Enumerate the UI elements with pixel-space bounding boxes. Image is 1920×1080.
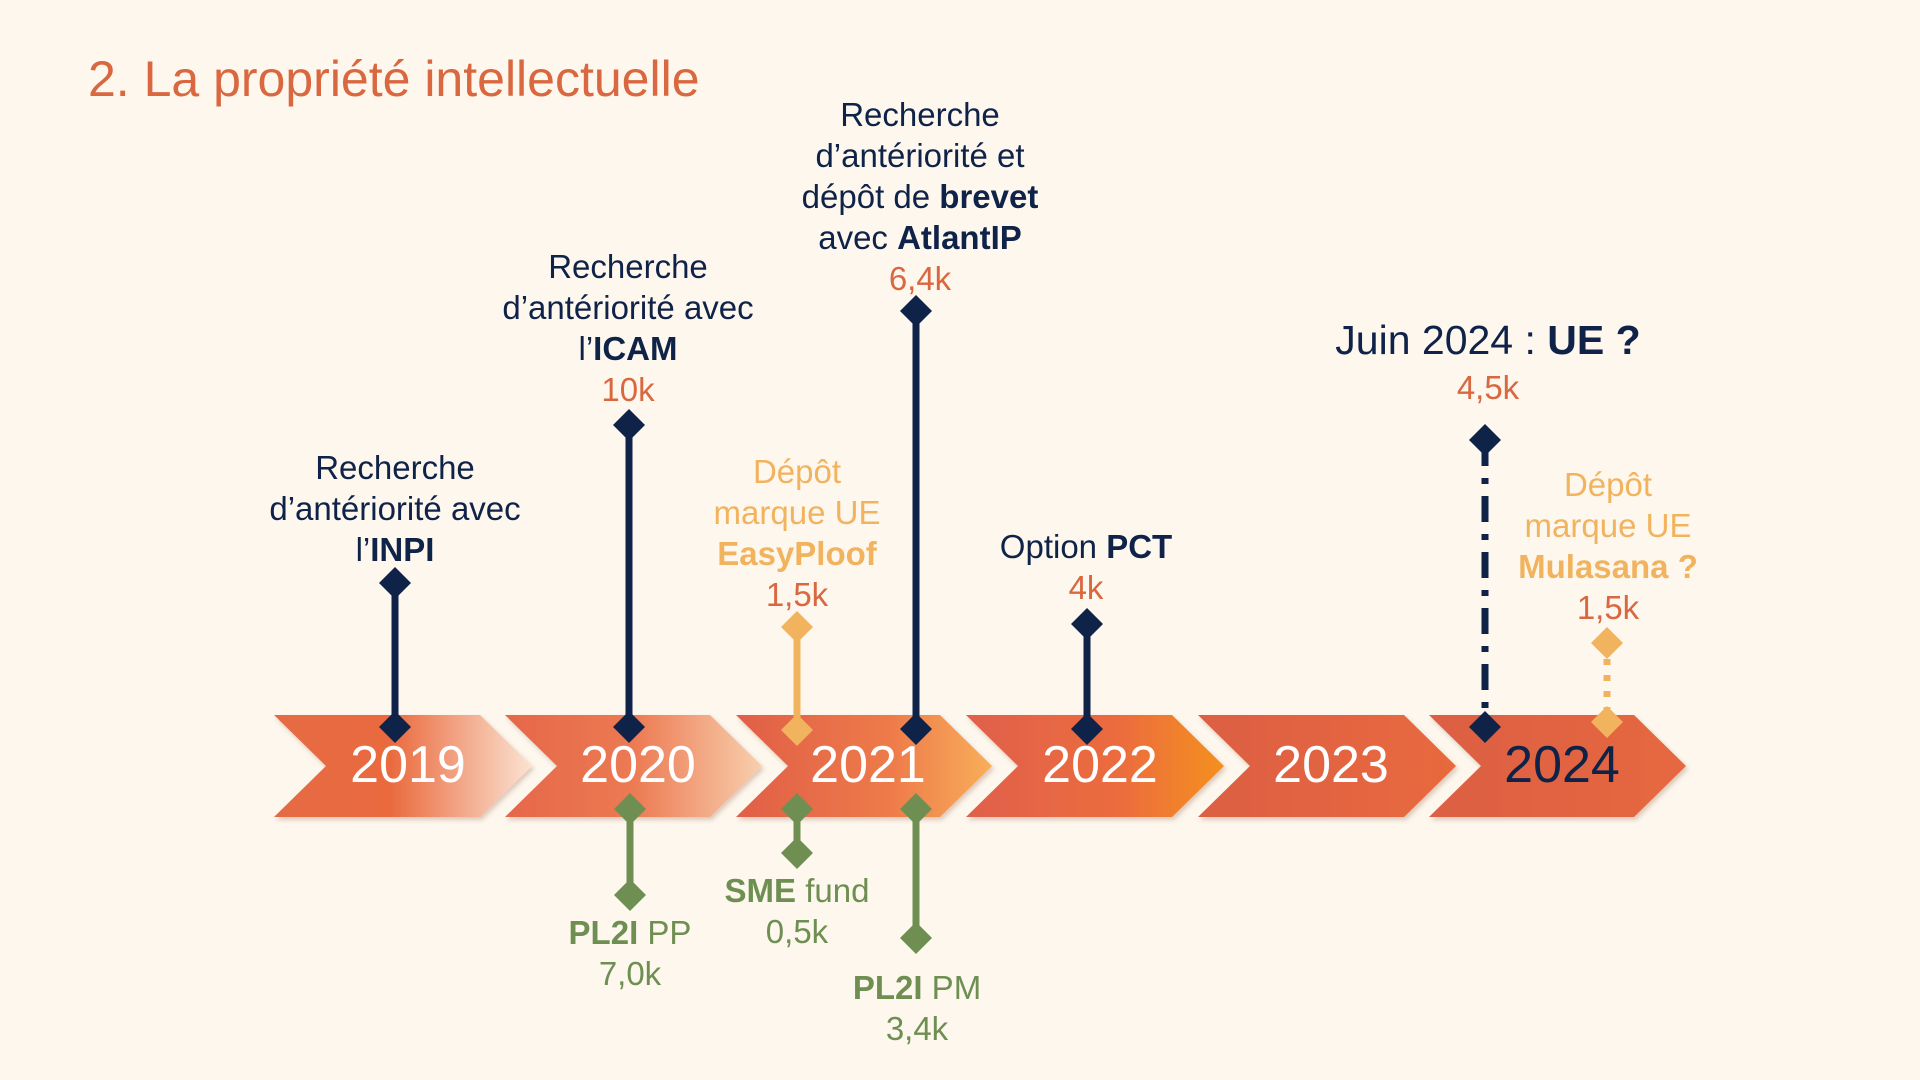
label-pct: Option PCT 4k [1000, 526, 1172, 608]
year-2020: 2020 [580, 736, 696, 794]
cost-icam: 10k [601, 371, 655, 408]
cost-atlantip: 6,4k [888, 260, 952, 297]
label-pct-line1: Option PCT [999, 528, 1173, 565]
stem-atlantip [900, 295, 932, 745]
chevron-2022 [966, 715, 1224, 817]
label-mulasana-line1: Dépôt [1563, 466, 1653, 503]
label-easyploof-line3: EasyPloof [717, 535, 877, 572]
label-ue-line1: Juin 2024 : UE ? [1335, 317, 1641, 363]
label-mulasana-line3: Mulasana ? [1518, 548, 1698, 585]
stem-pl2i-pm [900, 793, 932, 954]
cost-pl2i-pp: 7,0k [598, 955, 662, 992]
cost-ue: 4,5k [1456, 369, 1520, 406]
label-icam-line1: Recherche [548, 248, 708, 285]
label-ue: Juin 2024 : UE ? 4,5k [1335, 314, 1640, 410]
year-2019: 2019 [350, 736, 466, 794]
cost-sme: 0,5k [765, 913, 829, 950]
stem-pct [1071, 608, 1103, 745]
label-icam-line3: l’ICAM [578, 330, 678, 367]
label-atlantip-line4: avec AtlantIP [818, 219, 1022, 256]
stem-ue [1469, 424, 1501, 743]
cost-pct: 4k [1068, 569, 1104, 606]
stem-mulasana [1591, 627, 1623, 738]
label-easyploof-line2: marque UE [713, 494, 881, 531]
chevron-2024 [1429, 715, 1686, 817]
year-2021: 2021 [810, 736, 926, 794]
label-mulasana: Dépôt marque UE Mulasana ? 1,5k [1518, 464, 1698, 628]
label-sme: SME fund 0,5k [725, 870, 870, 952]
cost-easyploof: 1,5k [765, 576, 829, 613]
chevron-2023 [1198, 715, 1456, 817]
year-2024: 2024 [1504, 736, 1620, 794]
label-pl2i-pm: PL2I PM 3,4k [853, 967, 981, 1049]
page-title: 2. La propriété intellectuelle [88, 51, 700, 107]
label-atlantip-line1: Recherche [840, 96, 1000, 133]
label-inpi-line2: d’antériorité avec [269, 490, 521, 527]
year-2023: 2023 [1273, 736, 1389, 794]
stem-pl2i-pp [614, 793, 646, 911]
stem-easyploof [781, 611, 813, 746]
label-icam-line2: d’antériorité avec [502, 289, 754, 326]
label-easyploof: Dépôt marque UE EasyPloof 1,5k [714, 451, 881, 615]
label-sme-line1: SME fund [724, 872, 870, 909]
stem-sme [781, 793, 813, 869]
chevron-2020 [505, 715, 762, 817]
cost-pl2i-pm: 3,4k [885, 1010, 949, 1047]
label-atlantip: Recherche d’antériorité et dépôt de brev… [802, 94, 1039, 299]
label-atlantip-line2: d’antériorité et [815, 137, 1025, 174]
label-inpi: Recherche d’antériorité avec l’INPI [269, 447, 520, 570]
label-pl2i-pm-line1: PL2I PM [852, 969, 982, 1006]
cost-mulasana: 1,5k [1576, 589, 1640, 626]
year-2022: 2022 [1042, 736, 1158, 794]
chevron-2019 [274, 715, 532, 817]
stem-inpi [379, 567, 411, 743]
label-icam: Recherche d’antériorité avec l’ICAM 10k [502, 246, 753, 410]
label-pl2i-pp-line1: PL2I PP [568, 914, 692, 951]
label-inpi-line3: l’INPI [355, 531, 435, 568]
label-pl2i-pp: PL2I PP 7,0k [569, 912, 692, 994]
stem-icam [613, 409, 645, 743]
label-inpi-line1: Recherche [315, 449, 475, 486]
label-easyploof-line1: Dépôt [752, 453, 842, 490]
label-atlantip-line3: dépôt de brevet [801, 178, 1039, 215]
label-mulasana-line2: marque UE [1524, 507, 1692, 544]
